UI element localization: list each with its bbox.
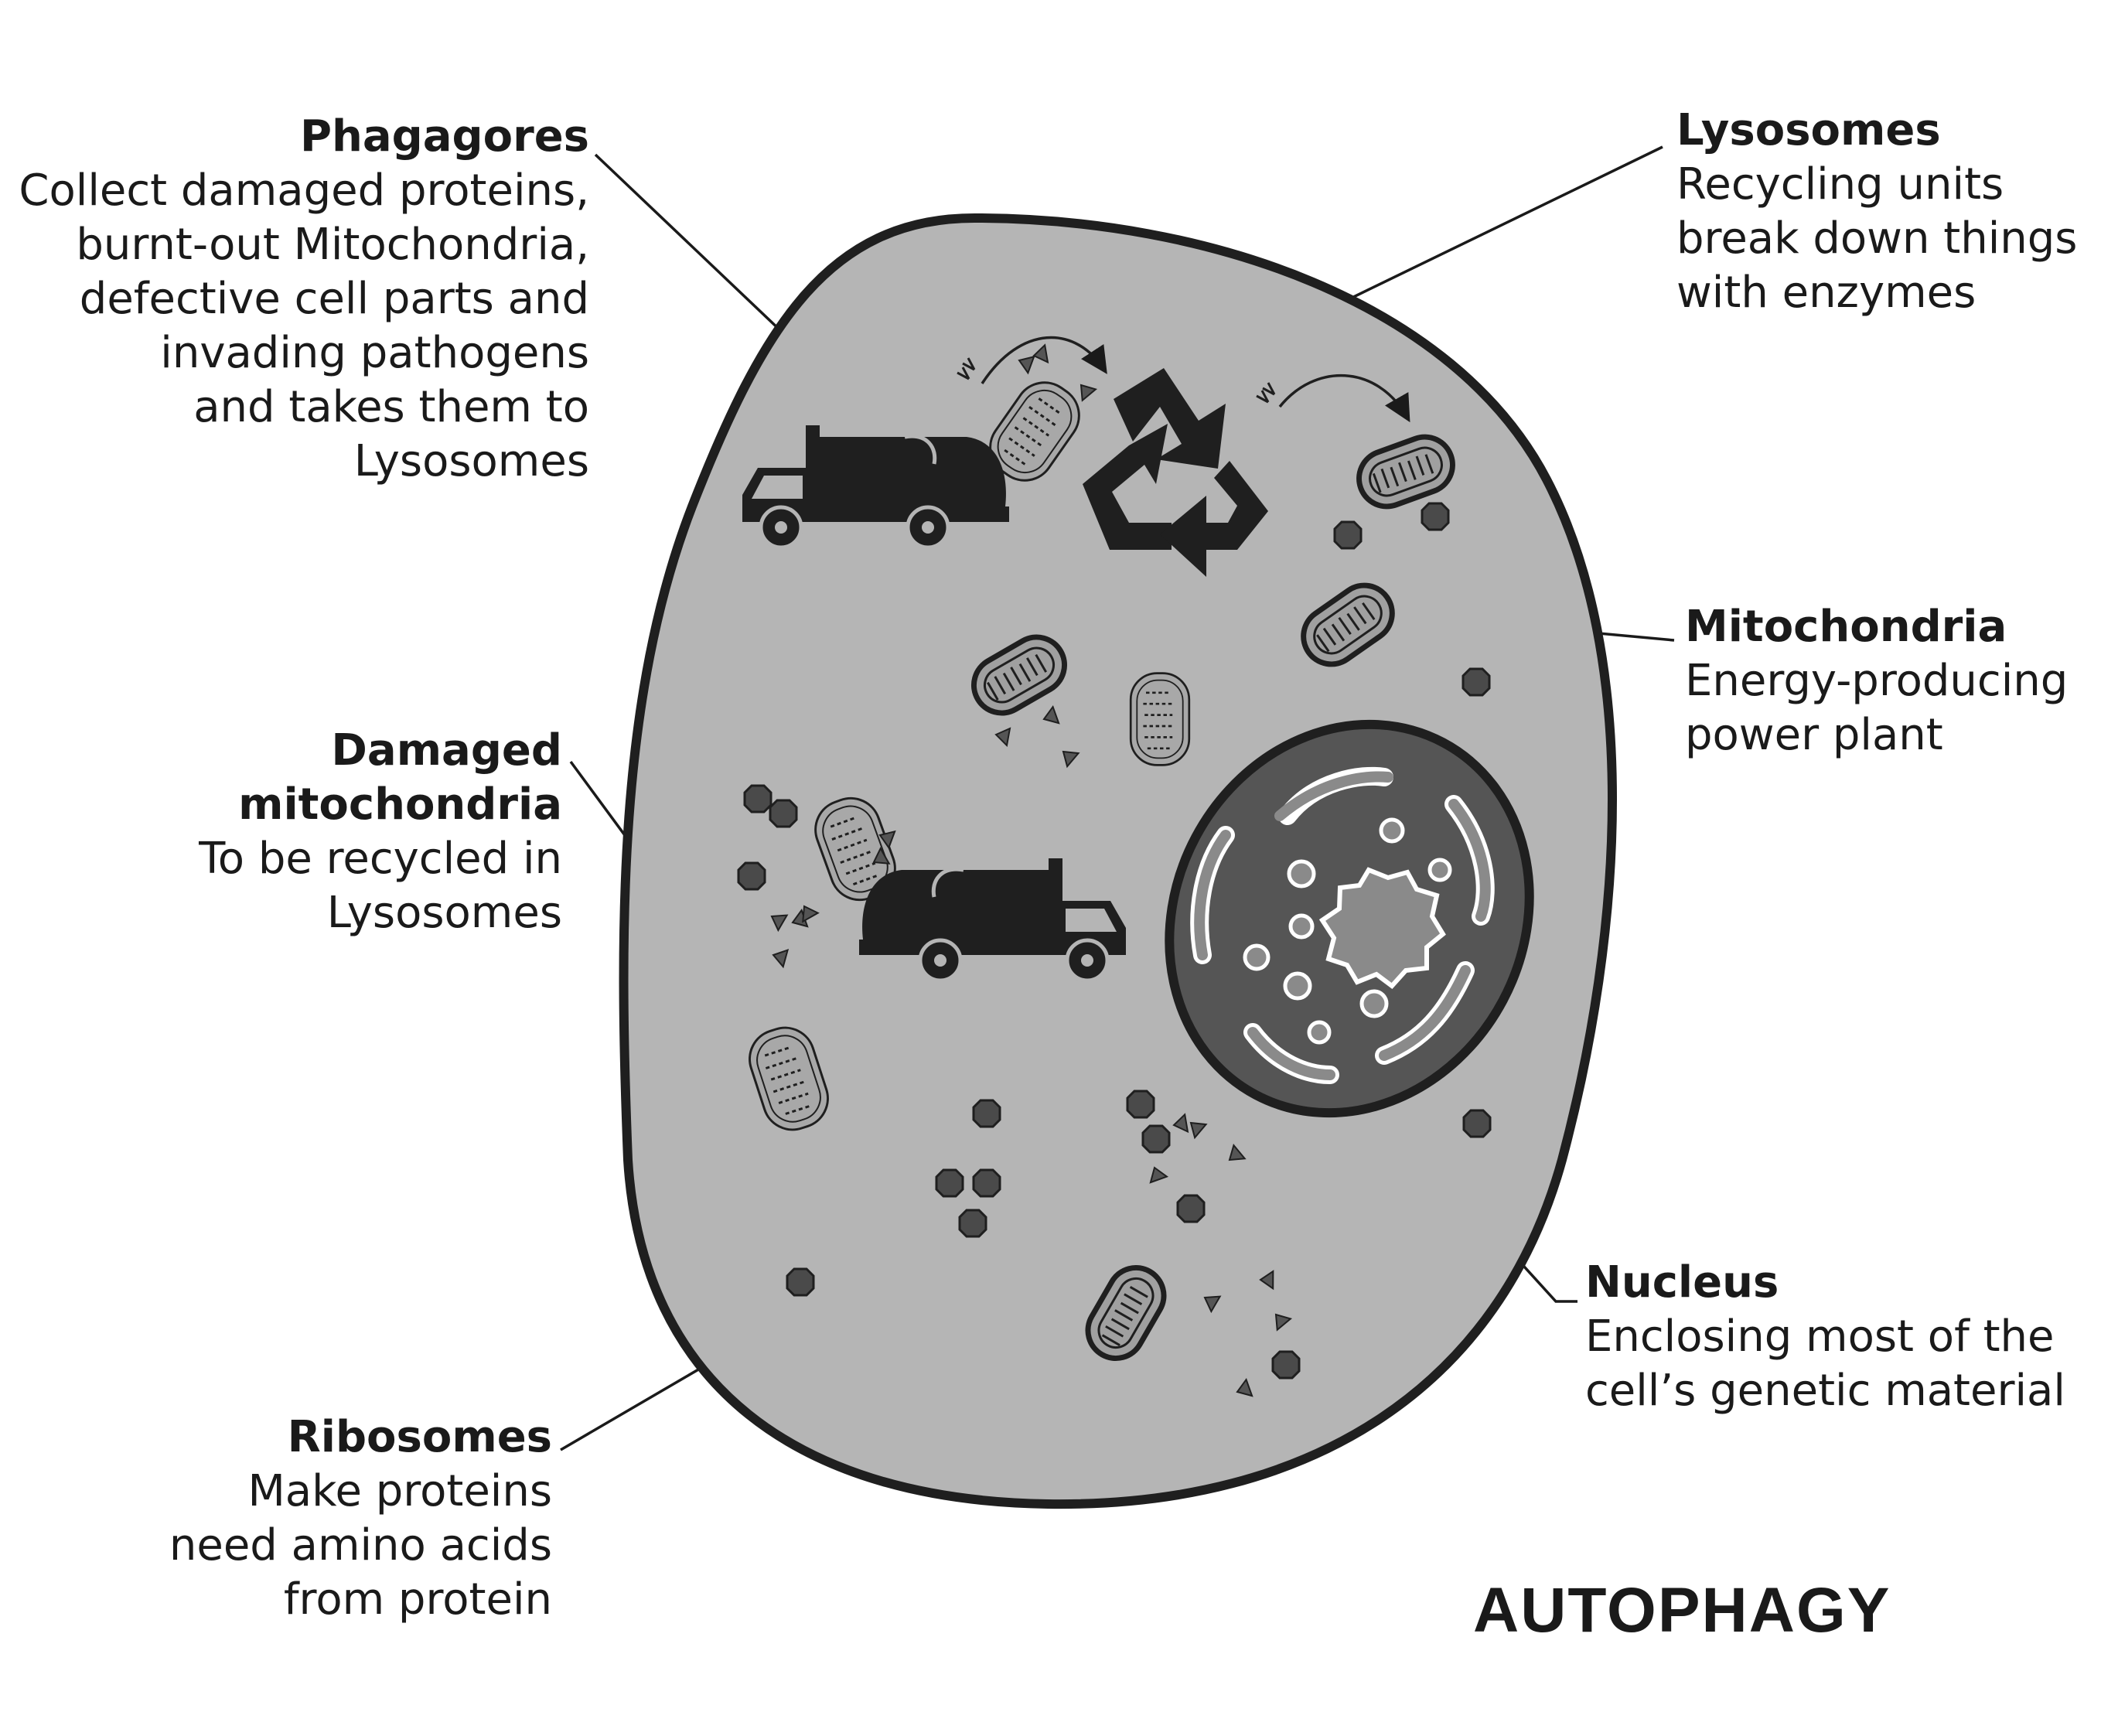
ribosomes-title: Ribosomes <box>287 1412 552 1462</box>
mitochondria-label: Mitochondria Energy-producing power plan… <box>1685 600 2068 762</box>
nucleus-title: Nucleus <box>1585 1257 1779 1308</box>
mitochondria-description: Energy-producing power plant <box>1685 656 2069 760</box>
phagagores-label: Phagagores Collect damaged proteins, bur… <box>19 110 589 489</box>
damaged-mitochondria-title: Damaged mitochondria <box>238 725 562 830</box>
lysosomes-label: Lysosomes Recycling units break down thi… <box>1676 104 2077 320</box>
nucleus-label: Nucleus Enclosing most of the cell’s gen… <box>1585 1256 2065 1418</box>
nucleus <box>1165 719 1534 1118</box>
lysosomes-description: Recycling units break down things with e… <box>1676 159 2078 318</box>
recycle-icon <box>1083 368 1268 577</box>
transfer-arrows <box>957 336 1410 423</box>
diagram-title: AUTOPHAGY <box>1473 1575 1891 1646</box>
phagagores-title: Phagagores <box>299 111 589 162</box>
phagagores-description: Collect damaged proteins, burnt-out Mito… <box>19 165 589 486</box>
nuclear-envelope-inner-arcs <box>1190 766 1495 1084</box>
ribosomes-description: Make proteins need amino acids from prot… <box>169 1466 552 1625</box>
ribosomes-label: Ribosomes Make proteins need amino acids… <box>169 1410 552 1627</box>
mitochondria-title: Mitochondria <box>1685 602 2007 652</box>
damaged-mitochondria-label: Damaged mitochondria To be recycled in L… <box>0 724 562 940</box>
cell-membrane <box>619 213 1617 1509</box>
nucleolus <box>1318 867 1446 990</box>
damaged-mitochondria-description: To be recycled in Lysosomes <box>199 834 562 938</box>
lysosomes-title: Lysosomes <box>1676 105 1941 155</box>
nucleus-description: Enclosing most of the cell’s genetic mat… <box>1585 1311 2065 1416</box>
chromatin-dots <box>1243 817 1452 1045</box>
